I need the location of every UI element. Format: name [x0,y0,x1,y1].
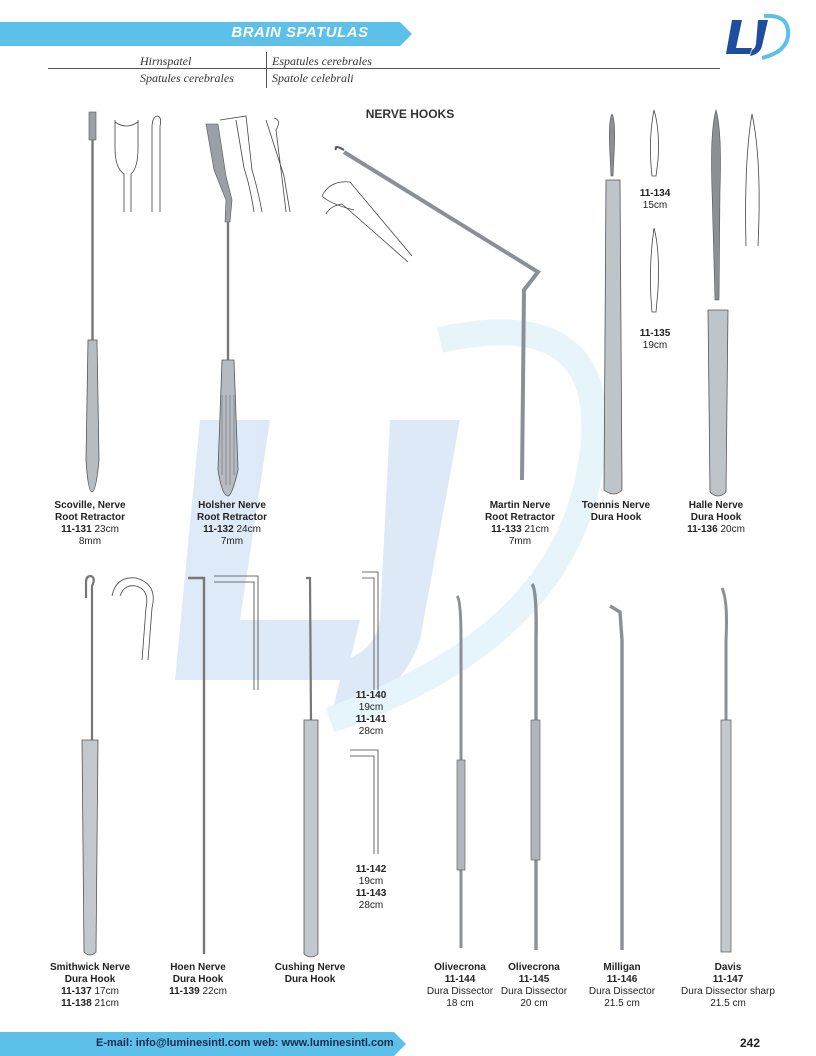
brand-logo [726,13,791,60]
footer-band [0,1032,394,1056]
product-label-smithwick: Smithwick Nerve Dura Hook 11-137 17cm 11… [49,962,131,1009]
product-label-toennis: Toennis Nerve Dura Hook [581,500,651,523]
translation-fr: Spatules cerebrales [140,71,234,85]
product-label-scoville: Scoville, Nerve Root Retractor 11-131 23… [54,500,126,547]
hoen-hook [188,575,259,954]
footer-contact: E-mail: info@luminesintl.com web: www.lu… [96,1037,394,1049]
product-label-halle: Halle Nerve Dura Hook 11-136 20cm [687,500,745,535]
header-divider [266,52,267,88]
header-band-arrow [400,22,412,46]
toennis-variant-1: 11-134 15cm [639,188,671,211]
davis-dissector [720,587,732,953]
product-label-holsher: Holsher Nerve Root Retractor 11-132 24cm… [196,500,267,547]
milligan-dissector [609,604,624,950]
cushing-hook [303,571,379,958]
holsher-retractor [205,115,291,497]
toennis-variant-2: 11-135 19cm [639,328,671,351]
halle-hook [707,108,760,497]
page-number: 242 [740,1036,761,1050]
header-band [0,22,400,46]
cushing-variants-a: 11-140 19cm 11-141 28cm [355,690,387,737]
product-label-olivecrona-144: Olivecrona 11-144 Dura Dissector 18 cm [426,962,494,1009]
translation-it: Spatole celebrali [272,71,354,85]
martin-retractor [321,146,541,481]
product-label-davis: Davis 11-147 Dura Dissector sharp 21.5 c… [681,962,775,1009]
smithwick-hook [81,574,154,956]
product-label-hoen: Hoen Nerve Dura Hook 11-139 22cm [169,962,227,997]
page-title: BRAIN SPATULAS [231,24,369,41]
header-rule [48,68,720,69]
footer-band-arrow [394,1032,406,1056]
product-label-milligan: Milligan 11-146 Dura Dissector 21.5 cm [588,962,656,1009]
toennis-hook [603,109,659,495]
cushing-variants-b: 11-142 19cm 11-143 28cm [355,864,387,911]
translation-de: Hirnspatel [140,54,192,68]
product-label-cushing: Cushing Nerve Dura Hook [274,962,346,985]
scoville-retractor [85,111,162,493]
product-label-olivecrona-145: Olivecrona 11-145 Dura Dissector 20 cm [500,962,568,1009]
product-label-martin: Martin Nerve Root Retractor 11-133 21cm … [484,500,555,547]
olivecrona-145-dissector [530,582,541,950]
section-title: NERVE HOOKS [365,107,455,121]
olivecrona-144-dissector [455,594,466,948]
translation-es: Espatules cerebrales [272,54,372,68]
